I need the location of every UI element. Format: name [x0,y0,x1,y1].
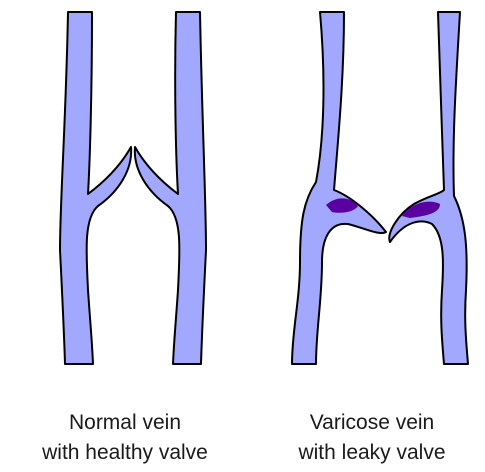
normal-vein-right-wall [135,12,206,364]
normal-vein-left-wall [60,12,131,364]
caption-varicose-line2: with leaky valve [262,438,482,468]
varicose-vein-left-wall [292,12,386,364]
normal-vein [60,12,206,364]
caption-normal-vein: Normal vein with healthy valve [10,408,240,468]
varicose-vein [292,12,468,364]
caption-varicose-vein: Varicose vein with leaky valve [262,408,482,468]
caption-normal-line2: with healthy valve [10,438,240,468]
varicose-vein-right-wall [389,12,468,364]
caption-varicose-line1: Varicose vein [262,408,482,438]
caption-normal-line1: Normal vein [10,408,240,438]
